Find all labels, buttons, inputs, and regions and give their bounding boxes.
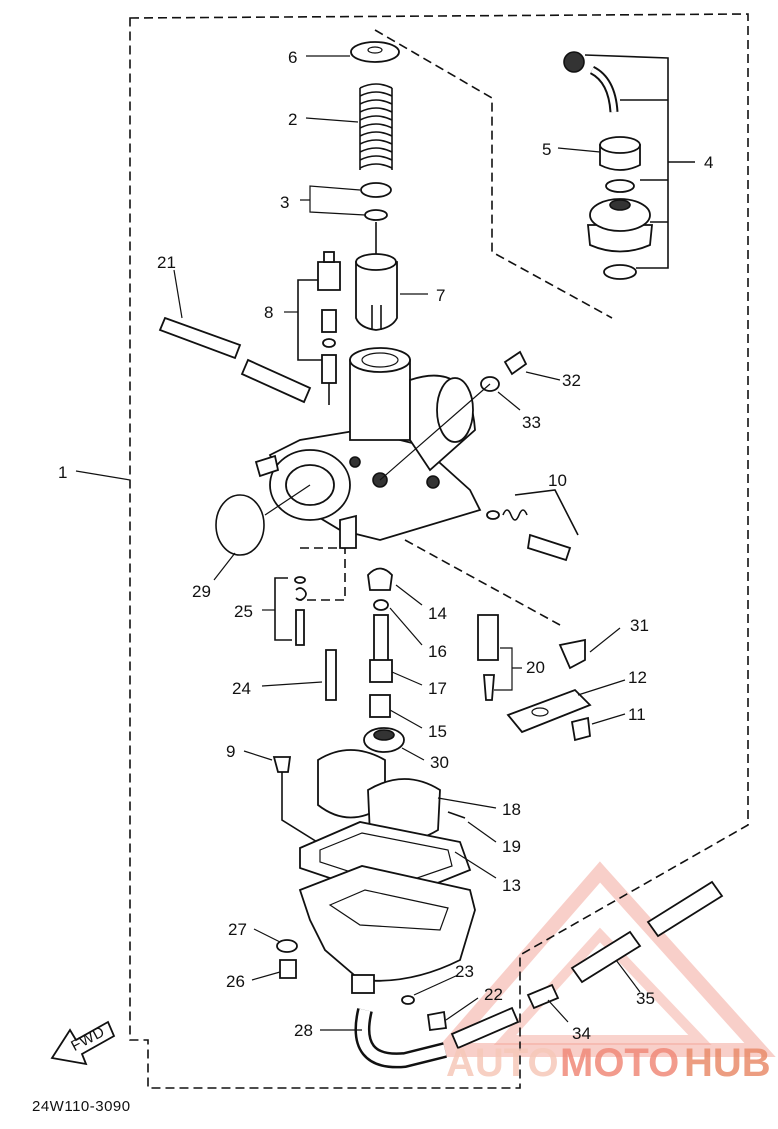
part-9-screw <box>272 756 331 851</box>
guide-line-25 <box>300 547 346 601</box>
label-3: 3 <box>280 193 289 212</box>
label-16: 16 <box>428 642 447 661</box>
part-12-plate <box>506 688 592 734</box>
watermark-text: AUTO MOTO HUB <box>446 1041 771 1085</box>
part-10-air-screw <box>486 489 579 562</box>
guide-line-31 <box>404 539 561 626</box>
part-21-vent-tube <box>158 316 312 404</box>
part-28-drain-hose <box>354 1008 447 1069</box>
part-26-screw <box>279 959 297 979</box>
part-15-main-jet <box>369 694 391 718</box>
label-2: 2 <box>288 110 297 129</box>
part-20-needle-valve <box>477 614 499 701</box>
part-3-clip <box>360 182 392 258</box>
part-32-screw <box>503 350 528 376</box>
part-19-pin <box>447 811 466 819</box>
label-31: 31 <box>630 616 649 635</box>
label-27: 27 <box>228 920 247 939</box>
label-5: 5 <box>542 140 551 159</box>
part-29-o-ring <box>215 484 311 556</box>
part-4-cap-assembly <box>563 51 695 280</box>
label-14: 14 <box>428 604 447 623</box>
part-16-o-ring <box>373 599 389 611</box>
label-23: 23 <box>455 962 474 981</box>
watermark-hub: HUB <box>684 1041 771 1085</box>
diagram-code: 24W110-3090 <box>32 1098 131 1115</box>
label-11: 11 <box>628 705 646 724</box>
label-12: 12 <box>628 668 647 687</box>
label-21: 21 <box>157 253 176 272</box>
label-22: 22 <box>484 985 503 1004</box>
label-28: 28 <box>294 1021 313 1040</box>
part-6-washer <box>350 41 400 63</box>
label-19: 19 <box>502 837 521 856</box>
part-1-carburetor-body <box>254 347 482 549</box>
label-20: 20 <box>526 658 545 677</box>
label-7: 7 <box>436 286 445 305</box>
part-hose-lower <box>450 1006 520 1050</box>
watermark-auto: AUTO <box>446 1041 559 1085</box>
label-6: 6 <box>288 48 297 67</box>
label-15: 15 <box>428 722 447 741</box>
part-14-nozzle <box>367 567 393 591</box>
part-25-screw-set <box>274 576 307 646</box>
label-17: 17 <box>428 679 447 698</box>
label-33: 33 <box>522 413 541 432</box>
part-35-tube <box>570 880 724 984</box>
label-26: 26 <box>226 972 245 991</box>
part-labels: 6 2 3 7 8 21 5 4 1 32 33 10 29 25 14 31 … <box>58 48 713 1043</box>
watermark-moto: MOTO <box>560 1041 679 1085</box>
part-17-needle-jet <box>369 614 393 683</box>
part-30-baffle <box>363 727 405 753</box>
part-27-washer <box>276 939 298 953</box>
label-30: 30 <box>430 753 449 772</box>
label-25: 25 <box>234 602 253 621</box>
label-9: 9 <box>226 742 235 761</box>
part-23-o-ring <box>401 995 415 1005</box>
label-18: 18 <box>502 800 521 819</box>
label-24: 24 <box>232 679 251 698</box>
label-13: 13 <box>502 876 521 895</box>
leader-lines <box>75 55 641 1031</box>
part-22-drain-screw <box>426 1010 448 1032</box>
fwd-arrow-icon: FWD <box>50 1020 116 1066</box>
part-18-float <box>317 749 441 843</box>
label-35: 35 <box>636 989 655 1008</box>
part-float-chamber <box>298 865 476 994</box>
label-1: 1 <box>58 463 67 482</box>
guide-line-top <box>374 29 613 319</box>
part-2-spring <box>358 83 394 175</box>
part-24-screw <box>325 649 337 701</box>
part-8-pilot-jet <box>297 251 341 405</box>
part-11-screw <box>570 716 591 742</box>
label-10: 10 <box>548 471 567 490</box>
label-29: 29 <box>192 582 211 601</box>
part-34-fitting <box>526 983 560 1010</box>
label-8: 8 <box>264 303 273 322</box>
assembly-boundary <box>129 13 749 1089</box>
part-7-throttle-valve <box>355 253 398 331</box>
label-32: 32 <box>562 371 581 390</box>
part-31-holder <box>558 638 586 670</box>
label-4: 4 <box>704 153 713 172</box>
label-34: 34 <box>572 1024 591 1043</box>
